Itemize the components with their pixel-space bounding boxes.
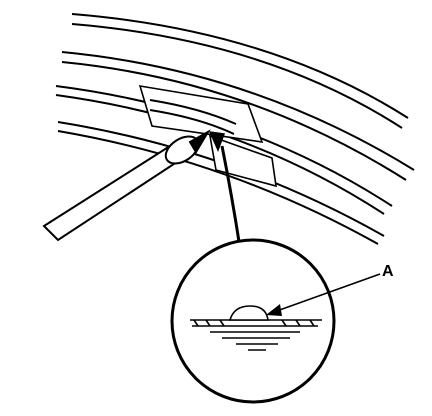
applicator-tool [42,129,211,242]
strip-3-over-tape [149,99,237,135]
tape-lower [208,134,277,188]
detail-view [170,238,336,404]
strip-2 [61,51,415,181]
paint-bead [228,305,269,321]
tool-tip [188,129,211,154]
masking-tape [138,84,277,188]
strip-1 [71,13,409,129]
callout-a-arrowhead [266,304,282,316]
callout-a-label: A [382,263,394,280]
callout-a-leader [273,273,381,313]
magnify-pointer [208,131,242,249]
detail-circle [170,238,336,404]
tool-shaft [42,144,182,242]
tape-upper [138,84,264,143]
callout-a: A [266,263,394,316]
